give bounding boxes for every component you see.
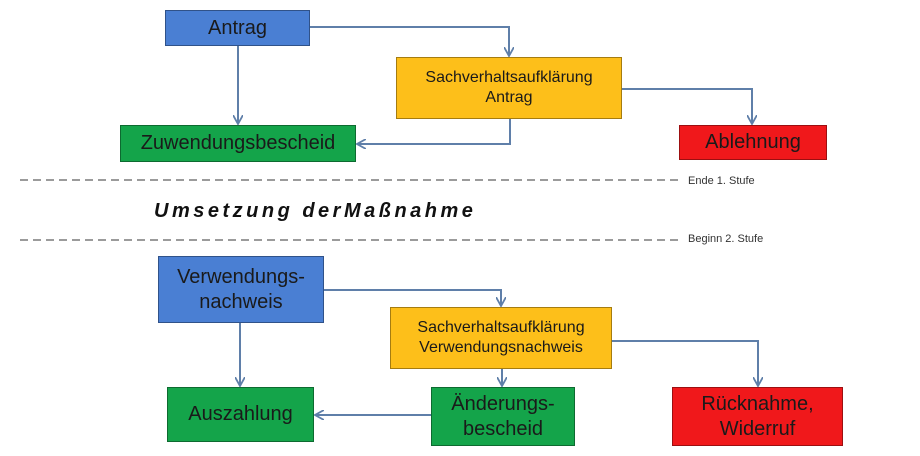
- arrow-verwendungsnachweis-to-sachverhalt: [324, 289, 501, 305]
- node-sachverhaltsaufklaerung-antrag: Sachverhaltsaufklärung Antrag: [396, 57, 622, 119]
- node-auszahlung: Auszahlung: [167, 387, 314, 442]
- section-heading: Umsetzung derMaßnahme: [154, 200, 477, 222]
- node-zuwendungsbescheid: Zuwendungsbescheid: [120, 125, 356, 162]
- node-ablehnung: Ablehnung: [679, 125, 827, 160]
- node-antrag: Antrag: [165, 10, 310, 46]
- node-sachverhaltsaufklaerung-verwendungsnachweis: Sachverhaltsaufklärung Verwendungsnachwe…: [390, 307, 612, 369]
- arrow-sachverhalt-to-ruecknahme: [612, 340, 758, 385]
- arrow-antrag-to-sachverhalt: [310, 26, 509, 55]
- label-beginn-stufe-2: Beginn 2. Stufe: [688, 233, 764, 245]
- node-verwendungsnachweis: Verwendungs- nachweis: [158, 256, 324, 323]
- label-ende-stufe-1: Ende 1. Stufe: [688, 175, 755, 187]
- node-ruecknahme-widerruf: Rücknahme, Widerruf: [672, 387, 843, 446]
- node-aenderungsbescheid: Änderungs- bescheid: [431, 387, 575, 446]
- arrow-sachverhalt-to-zuwendungsbescheid: [358, 119, 511, 144]
- arrow-sachverhalt-to-ablehnung: [622, 88, 752, 123]
